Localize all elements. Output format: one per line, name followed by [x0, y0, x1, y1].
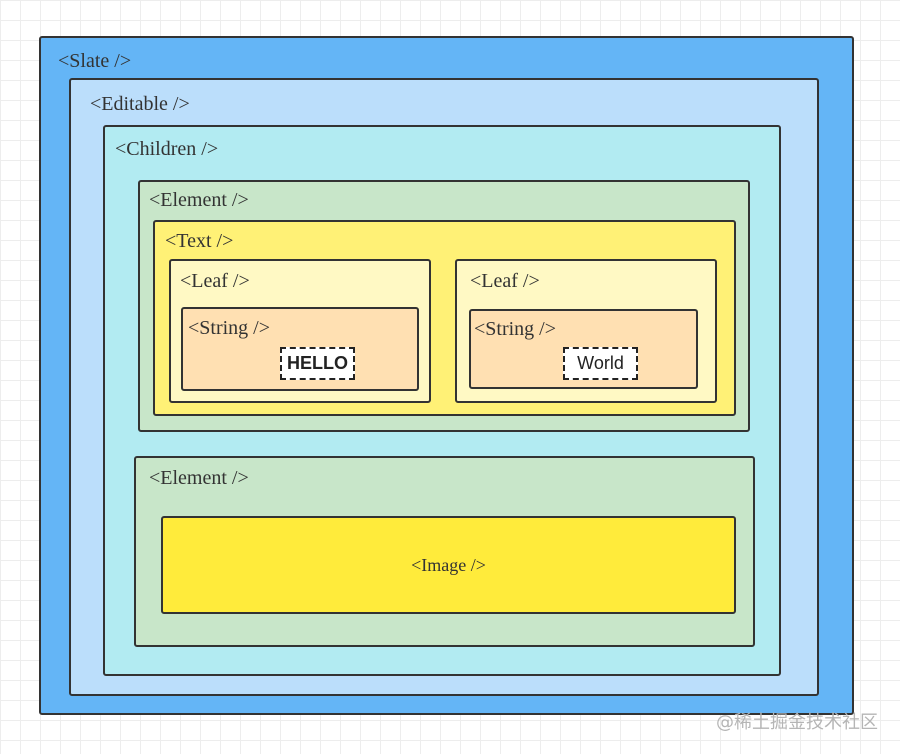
string-label: <String /> — [188, 317, 271, 339]
watermark-text: @稀土掘金技术社区 — [716, 712, 878, 733]
string-box: <String /> HELLO — [181, 307, 419, 391]
hello-text-node: HELLO — [280, 347, 355, 380]
editable-label: <Editable /> — [90, 93, 190, 115]
leaf-label: <Leaf /> — [470, 270, 540, 292]
editable-box: <Editable /> <Children /> <Element /> <T… — [69, 78, 819, 696]
image-box: <Image /> — [161, 516, 736, 614]
children-box: <Children /> <Element /> <Text /> <Leaf … — [103, 125, 781, 676]
text-label: <Text /> — [165, 230, 234, 252]
image-label: <Image /> — [411, 555, 486, 575]
leaf-label: <Leaf /> — [180, 270, 250, 292]
children-label: <Children /> — [115, 138, 219, 160]
world-text-node: World — [563, 347, 638, 380]
text-box: <Text /> <Leaf /> <String /> HELLO <Leaf… — [153, 220, 736, 416]
element-box-image: <Element /> <Image /> — [134, 456, 755, 647]
leaf-box: <Leaf /> <String /> World — [455, 259, 717, 403]
slate-box: <Slate /> <Editable /> <Children /> <Ele… — [39, 36, 854, 715]
string-label: <String /> — [474, 318, 557, 340]
string-box: <String /> World — [469, 309, 698, 389]
element-box-text: <Element /> <Text /> <Leaf /> <String />… — [138, 180, 750, 432]
leaf-box: <Leaf /> <String /> HELLO — [169, 259, 431, 403]
element-label: <Element /> — [149, 467, 249, 489]
slate-label: <Slate /> — [58, 50, 132, 72]
element-label: <Element /> — [149, 189, 249, 211]
